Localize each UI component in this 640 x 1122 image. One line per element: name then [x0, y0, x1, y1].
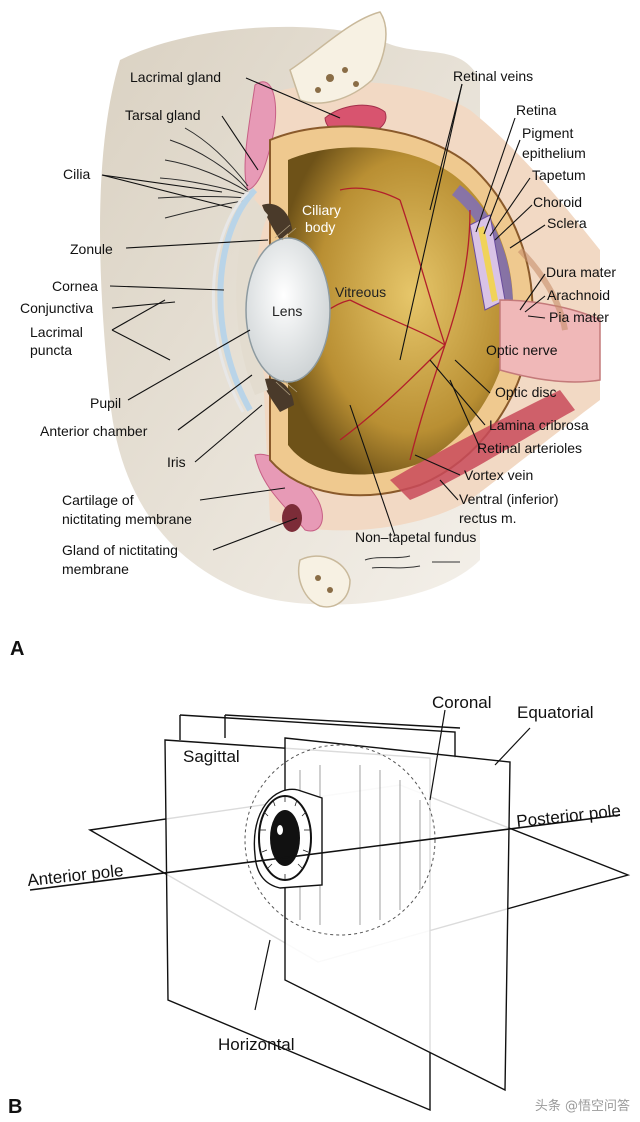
label-horizontal: Horizontal	[218, 1035, 295, 1054]
label-optic-nerve: Optic nerve	[486, 342, 558, 358]
label-ventral-rectus: Ventral (inferior) rectus m.	[459, 491, 562, 526]
label-lacrimal-puncta: Lacrimal puncta	[30, 324, 87, 358]
iris-upper	[262, 203, 292, 240]
label-pia-mater: Pia mater	[549, 309, 609, 325]
label-optic-disc: Optic disc	[495, 384, 556, 400]
label-retina: Retina	[516, 102, 557, 118]
orbital-bone-top	[289, 11, 387, 104]
label-lacrimal-gland: Lacrimal gland	[130, 69, 221, 85]
label-vortex-vein: Vortex vein	[464, 467, 533, 483]
cornea-shape	[217, 187, 258, 412]
leader-lines	[101, 77, 546, 551]
label-cornea: Cornea	[52, 278, 98, 294]
label-tarsal-gland: Tarsal gland	[125, 107, 201, 123]
label-lamina-cribrosa: Lamina cribrosa	[489, 417, 589, 433]
label-sagittal: Sagittal	[183, 747, 240, 766]
label-retinal-veins: Retinal veins	[453, 68, 533, 84]
label-dura-mater: Dura mater	[546, 264, 616, 280]
optic-nerve-shape	[499, 299, 601, 383]
label-zonule: Zonule	[70, 241, 113, 257]
label-gland-nictitating: Gland of nictitating membrane	[62, 542, 182, 577]
upper-eyelid	[244, 81, 277, 191]
cilia-lashes	[157, 127, 249, 219]
label-pigment-epithelium: Pigment epithelium	[522, 125, 586, 161]
pupil-front	[270, 810, 300, 866]
label-cilia: Cilia	[63, 166, 90, 182]
label-pupil: Pupil	[90, 395, 121, 411]
orbital-bone-bottom	[298, 555, 351, 608]
globe-outline	[244, 744, 436, 936]
label-non-tapetal-fundus: Non–tapetal fundus	[355, 529, 476, 545]
anteroposterior-axis	[29, 814, 621, 891]
label-conjunctiva: Conjunctiva	[20, 300, 93, 316]
panel-letter-a: A	[10, 638, 25, 660]
label-anterior-chamber: Anterior chamber	[40, 423, 148, 439]
retinal-vessels	[304, 187, 471, 461]
lens-shape	[245, 237, 331, 383]
vitreous-body	[288, 147, 513, 475]
label-coronal: Coronal	[432, 693, 492, 712]
watermark: 头条 @悟空问答	[534, 1099, 630, 1114]
label-choroid: Choroid	[533, 194, 582, 210]
label-lens: Lens	[272, 303, 302, 319]
panel-letter-b: B	[8, 1096, 23, 1118]
label-cartilage-nictitating: Cartilage of nictitating membrane	[62, 492, 192, 527]
label-equatorial: Equatorial	[517, 703, 594, 722]
ventral-rectus-shape	[390, 390, 575, 500]
iris-lower	[262, 378, 294, 412]
eye-anatomy-figure: Ciliary body Lens Vitreous Lacrimal glan…	[20, 11, 616, 608]
label-iris: Iris	[167, 454, 186, 470]
label-vitreous: Vitreous	[335, 284, 386, 300]
label-sclera: Sclera	[547, 215, 587, 231]
coronal-plane	[284, 737, 511, 1092]
label-ciliary-body: Ciliary body	[302, 202, 345, 235]
label-anterior-pole: Anterior pole	[26, 861, 124, 890]
label-tapetum: Tapetum	[532, 167, 586, 183]
label-posterior-pole: Posterior pole	[515, 801, 621, 831]
label-arachnoid: Arachnoid	[547, 287, 610, 303]
eye-planes-figure: Coronal Equatorial Sagittal Posterior po…	[26, 693, 631, 1112]
label-retinal-arterioles: Retinal arterioles	[477, 440, 582, 456]
